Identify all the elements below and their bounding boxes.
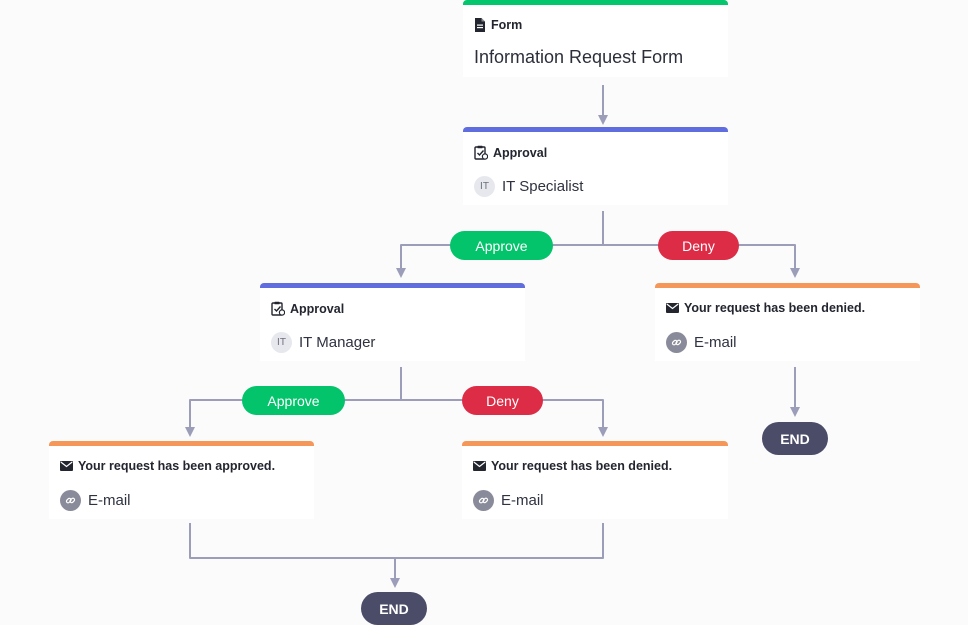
envelope-icon <box>666 303 679 313</box>
assignee-name: IT Specialist <box>502 178 584 195</box>
approval-node-body: IT IT Specialist <box>474 176 583 197</box>
email-subject: Your request has been approved. <box>78 459 276 473</box>
form-node[interactable]: Form Information Request Form <box>463 0 728 77</box>
deny-branch-button[interactable]: Deny <box>658 231 739 260</box>
email-node-header: Your request has been approved. <box>60 459 275 473</box>
deny-branch-button[interactable]: Deny <box>462 386 543 415</box>
avatar: IT <box>474 176 495 197</box>
email-channel: E-mail <box>694 334 737 351</box>
email-channel: E-mail <box>501 492 544 509</box>
email-node-header: Your request has been denied. <box>666 301 865 315</box>
approval-node-header: Approval <box>271 301 344 316</box>
link-icon <box>60 490 81 511</box>
email-node-header: Your request has been denied. <box>473 459 672 473</box>
email-node-body: E-mail <box>666 332 737 353</box>
email-subject: Your request has been denied. <box>491 459 673 473</box>
end-node[interactable]: END <box>361 592 427 625</box>
form-node-body: Information Request Form <box>474 47 683 68</box>
assignee-name: IT Manager <box>299 334 376 351</box>
approve-branch-button[interactable]: Approve <box>242 386 345 415</box>
link-icon <box>473 490 494 511</box>
avatar: IT <box>271 332 292 353</box>
approval-node-it-manager[interactable]: Approval IT IT Manager <box>260 283 525 361</box>
document-icon <box>474 18 486 32</box>
envelope-icon <box>473 461 486 471</box>
form-title: Information Request Form <box>474 47 684 67</box>
approval-clipboard-icon <box>271 301 285 316</box>
form-node-header: Form <box>474 18 522 32</box>
email-node-body: E-mail <box>473 490 544 511</box>
email-subject: Your request has been denied. <box>684 301 866 315</box>
approval-node-header: Approval <box>474 145 547 160</box>
connector-approved-merge <box>189 523 604 559</box>
email-node-denied[interactable]: Your request has been denied. E-mail <box>462 441 728 519</box>
email-node-approved[interactable]: Your request has been approved. E-mail <box>49 441 314 519</box>
email-node-denied[interactable]: Your request has been denied. E-mail <box>655 283 920 361</box>
approve-branch-button[interactable]: Approve <box>450 231 553 260</box>
node-type-label: Approval <box>290 301 345 316</box>
end-node[interactable]: END <box>762 422 828 455</box>
link-icon <box>666 332 687 353</box>
email-channel: E-mail <box>88 492 131 509</box>
node-type-label: Form <box>491 18 523 32</box>
node-type-label: Approval <box>493 145 548 160</box>
email-node-body: E-mail <box>60 490 131 511</box>
approval-clipboard-icon <box>474 145 488 160</box>
approval-node-it-specialist[interactable]: Approval IT IT Specialist <box>463 127 728 205</box>
envelope-icon <box>60 461 73 471</box>
approval-node-body: IT IT Manager <box>271 332 375 353</box>
